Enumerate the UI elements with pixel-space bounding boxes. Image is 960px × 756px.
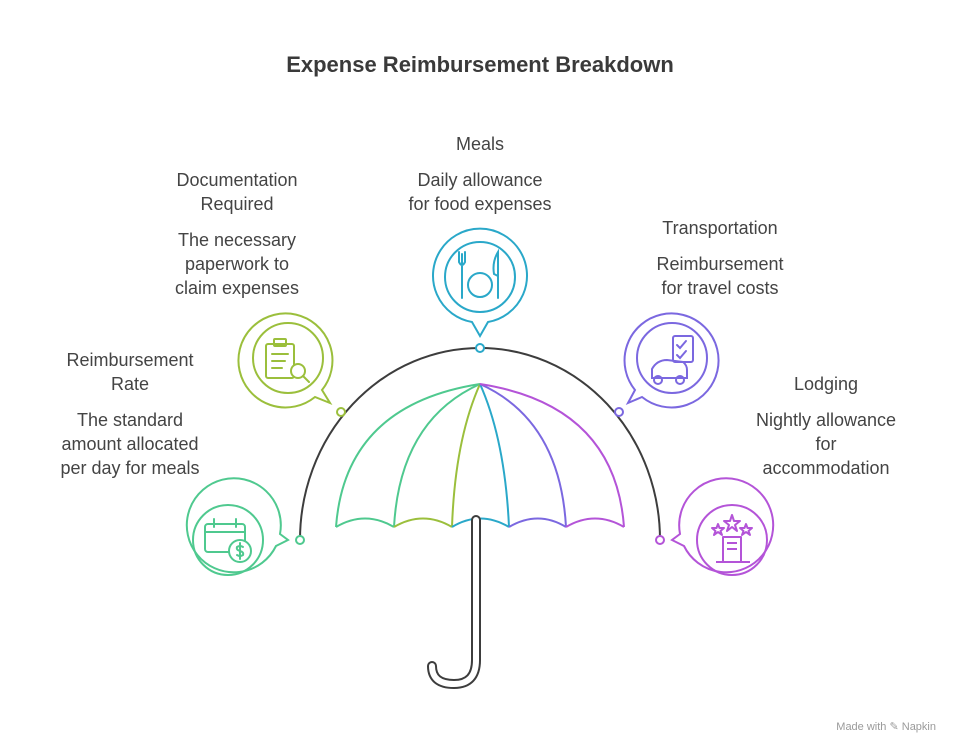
bubble-meals: [432, 227, 528, 339]
connector-dot-documentation: [336, 407, 346, 417]
rate-heading: Reimbursement Rate: [66, 350, 194, 394]
car-checklist-icon: [651, 335, 694, 385]
outer-arc: [299, 347, 661, 541]
connector-dot-transportation: [614, 407, 624, 417]
umbrella-handle: [427, 515, 481, 690]
bubble-rate: [185, 477, 290, 574]
clipboard-search-icon: [265, 338, 310, 383]
transportation-description: Reimbursement for travel costs: [656, 254, 784, 298]
umbrella-canopy: [335, 383, 625, 528]
meals-description: Daily allowance for food expenses: [408, 170, 552, 214]
utensils-icon: [458, 248, 499, 299]
documentation-heading: Documentation Required: [176, 170, 298, 214]
connector-dot-rate: [295, 535, 305, 545]
meals-heading: Meals: [455, 134, 504, 154]
connector-dot-lodging: [655, 535, 665, 545]
diagram-title: Expense Reimbursement Breakdown: [286, 52, 674, 77]
transportation-heading: Transportation: [662, 218, 778, 238]
lodging-description: Nightly allowance for accommodation: [755, 410, 897, 478]
hotel-stars-icon: [711, 514, 753, 563]
napkin-footer: Made with ✎ Napkin: [836, 721, 936, 733]
bubble-transportation: [623, 312, 720, 409]
lodging-heading: Lodging: [793, 374, 859, 394]
documentation-description: The necessary paperwork to claim expense…: [174, 230, 300, 298]
rate-description: The standard amount allocated per day fo…: [60, 410, 200, 478]
bubble-documentation: [237, 312, 334, 409]
connector-dot-meals: [475, 343, 485, 353]
calendar-dollar-icon: [204, 518, 252, 563]
